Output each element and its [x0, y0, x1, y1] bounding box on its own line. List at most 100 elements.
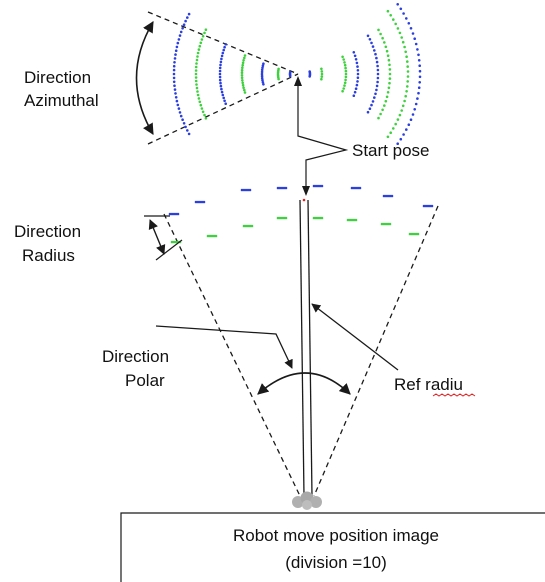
azimuthal-point [221, 93, 225, 97]
azimuthal-point [388, 81, 391, 85]
polar-point [314, 216, 318, 220]
azimuthal-point [184, 19, 187, 23]
azimuthal-point [179, 30, 183, 34]
azimuthal-point [196, 93, 200, 97]
azimuthal-point [343, 84, 346, 87]
azimuthal-point [172, 68, 176, 72]
azimuthal-point [199, 41, 203, 45]
azimuthal-point [220, 54, 224, 58]
azimuthal-point [241, 61, 245, 65]
azimuthal-point [418, 64, 422, 67]
azimuthal-point [218, 72, 222, 76]
polar-point [172, 240, 176, 244]
azimuthal-point [173, 88, 177, 91]
polar-point [170, 240, 174, 244]
azimuthal-point [172, 64, 176, 68]
azimuthal-point [381, 36, 384, 40]
azimuthal-point [376, 80, 379, 84]
azimuthal-point [396, 142, 400, 145]
azimuthal-point [203, 113, 206, 117]
azimuthal-point [411, 32, 415, 35]
polar-point [426, 204, 430, 208]
azimuthal-point [200, 107, 204, 110]
azimuthal-point [385, 49, 389, 53]
azimuthal-point [406, 60, 409, 63]
azimuthal-point [220, 90, 224, 94]
azimuthal-point [352, 51, 356, 54]
azimuthal-point [396, 118, 400, 121]
polar-point [284, 186, 288, 190]
azimuthal-point [418, 75, 422, 79]
polar-point [350, 186, 354, 190]
radius-direction-arrow [148, 219, 166, 255]
polar-point [384, 194, 388, 198]
azimuthal-point [403, 45, 406, 49]
azimuthal-point [370, 103, 373, 107]
azimuthal-point [195, 83, 198, 86]
azimuthal-point [173, 61, 176, 64]
azimuthal-point [405, 55, 408, 58]
azimuthal-point [262, 83, 265, 86]
azimuthal-point [387, 86, 391, 90]
azimuthal-point [194, 72, 198, 76]
polar-point [278, 186, 282, 190]
azimuthal-point [386, 91, 390, 94]
azimuthal-point [383, 41, 386, 44]
azimuthal-point [243, 91, 247, 94]
azimuthal-point [218, 66, 222, 70]
polar-point [246, 224, 250, 228]
azimuthal-point [344, 78, 347, 82]
azimuthal-point [242, 59, 245, 62]
azimuthal-point [417, 86, 421, 89]
azimuthal-point [353, 54, 357, 58]
azimuthal-point [386, 135, 390, 139]
azimuthal-point [242, 86, 245, 89]
azimuthal-point [172, 76, 176, 80]
azimuthal-point [384, 99, 388, 103]
polar-point [316, 184, 320, 188]
polar-point [414, 232, 418, 236]
polar-point [316, 216, 320, 220]
azimuthal-label-line1: Direction [24, 68, 91, 87]
polar-point [410, 232, 414, 236]
azimuthal-point [354, 58, 358, 61]
azimuthal-point [416, 48, 419, 51]
azimuthal-point [407, 123, 411, 126]
polar-point [206, 234, 210, 238]
polar-point [412, 232, 416, 236]
azimuthal-point [402, 12, 405, 15]
polar-point [174, 212, 178, 216]
polar-point [314, 184, 318, 188]
azimuthal-point [404, 94, 408, 98]
azimuthal-point [398, 31, 402, 35]
azimuthal-point [240, 74, 244, 77]
azimuthal-point [320, 77, 323, 81]
ref-radius-line-left [299, 199, 305, 497]
azimuthal-point [386, 9, 390, 13]
polar-sample-points [168, 184, 434, 244]
azimuthal-point [181, 118, 184, 121]
polar-point [244, 188, 248, 192]
azimuthal-point [343, 81, 347, 85]
polar-point [194, 200, 198, 204]
azimuthal-point [356, 72, 360, 76]
polar-point [320, 184, 324, 188]
polar-point [422, 204, 426, 208]
azimuthal-point [186, 129, 189, 132]
azimuthal-point [218, 78, 222, 82]
azimuthal-point [198, 44, 202, 48]
azimuthal-point [406, 75, 410, 78]
azimuthal-point [218, 69, 222, 73]
azimuthal-point [356, 65, 359, 68]
polar-point [318, 216, 322, 220]
azimuthal-point [240, 68, 244, 72]
azimuthal-point [356, 69, 360, 72]
azimuthal-point [320, 75, 324, 78]
polar-point [214, 234, 218, 238]
azimuthal-point [260, 68, 264, 72]
polar-point [354, 218, 358, 222]
azimuthal-point [366, 110, 370, 114]
azimuthal-point [377, 28, 380, 32]
azimuthal-point [198, 100, 202, 104]
start-pose-label: Start pose [352, 141, 430, 160]
